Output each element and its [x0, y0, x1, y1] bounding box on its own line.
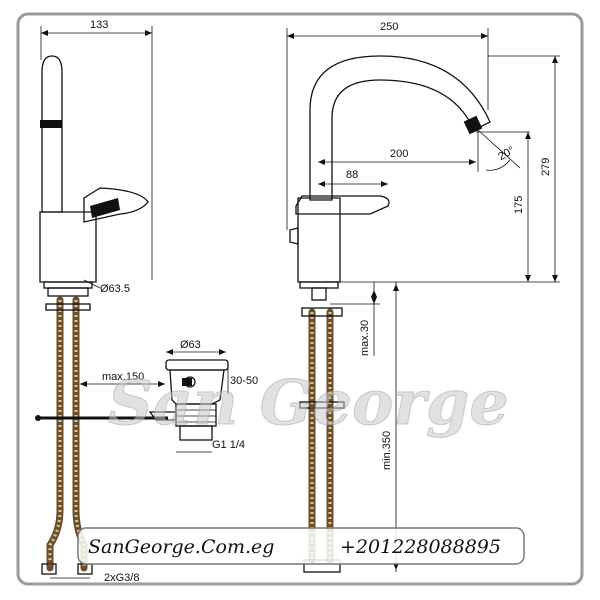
dim-waste-thread: G1 1/4: [212, 439, 245, 451]
dim-hose-thread: 2xG3/8: [104, 572, 139, 584]
dim-front-reach: 200: [390, 148, 408, 160]
dim-angle: 20°: [496, 144, 516, 163]
side-view: 133 Ø63.5 max.150 2xG3/8: [35, 19, 168, 584]
side-spout: [41, 55, 63, 213]
footer-banner: [77, 527, 525, 565]
side-aerator-band: [40, 120, 62, 128]
dim-rod-max: max.150: [102, 371, 144, 383]
dim-front-height-total: 279: [540, 158, 552, 176]
front-body: [297, 197, 341, 283]
side-body: [39, 211, 97, 283]
front-spout: [309, 55, 491, 201]
footer-phone: +201228088895: [340, 536, 501, 558]
dim-waste-diameter: Ø63: [180, 339, 201, 351]
dim-front-handle: 88: [346, 169, 358, 181]
front-view: 250 200 88 20° 175: [286, 21, 560, 573]
dim-front-width: 250: [380, 21, 398, 33]
dim-waste-range: 30-50: [230, 375, 258, 387]
frame: [16, 12, 584, 586]
side-lever: [83, 187, 149, 223]
dim-front-height-spout: 175: [513, 196, 525, 214]
dim-side-width: 133: [90, 19, 108, 31]
footer-website: SanGeorge.Com.eg: [88, 536, 274, 558]
dim-side-diameter: Ø63.5: [100, 283, 130, 295]
watermark: San George: [108, 366, 509, 439]
dim-min350: min.350: [381, 431, 393, 470]
waste-assembly: Ø63 30-50 G1 1/4: [148, 339, 258, 453]
front-lever: [295, 195, 390, 215]
dim-max30: max.30: [359, 320, 371, 356]
